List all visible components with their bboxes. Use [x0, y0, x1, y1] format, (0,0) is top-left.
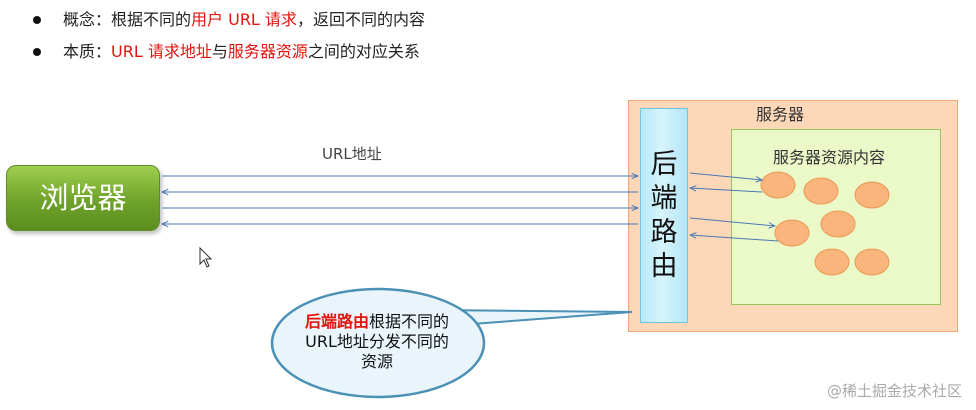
- browser-box: [6, 165, 160, 231]
- bullet-highlight: 服务器资源: [227, 42, 308, 61]
- resource-ball: [814, 248, 850, 276]
- mouse-cursor-icon: [199, 246, 213, 268]
- resource-ball: [803, 177, 839, 205]
- router-fetch-arrow: [689, 172, 762, 180]
- watermark: @稀土掘金技术社区: [826, 382, 962, 400]
- resource-ball: [854, 248, 890, 276]
- url-label: URL地址: [322, 145, 382, 163]
- backend-router-label: 后端路由: [640, 148, 688, 284]
- resource-balls: [760, 171, 890, 276]
- router-return-arrow: [690, 188, 763, 193]
- bullet-text: 本质：: [63, 42, 112, 61]
- router-fetch-arrow: [689, 217, 775, 226]
- server-label: 服务器: [756, 105, 805, 124]
- bullet-concept: 概念：根据不同的用户 URL 请求，返回不同的内容: [33, 8, 425, 32]
- resource-ball: [774, 219, 810, 247]
- bullet-text: 与: [211, 42, 228, 61]
- callout-rest: 根据不同的URL地址分发不同的资源: [305, 312, 450, 371]
- bullet-highlight: URL 请求地址: [111, 42, 212, 61]
- backend-router-box: [640, 108, 688, 323]
- bullet-text: ，返回不同的内容: [296, 10, 425, 29]
- callout-text: 后端路由根据不同的URL地址分发不同的资源: [302, 312, 452, 372]
- router-return-arrow: [690, 235, 779, 242]
- router-label-char: 后: [650, 149, 678, 180]
- bullet-dot-icon: [33, 15, 41, 24]
- resource-ball: [854, 181, 890, 209]
- bullet-essence: 本质：URL 请求地址与服务器资源之间的对应关系: [33, 40, 420, 64]
- resource-ball: [760, 171, 796, 199]
- bullet-text: 之间的对应关系: [307, 42, 420, 61]
- bullet-dot-icon: [33, 47, 41, 56]
- router-label-char: 端: [650, 183, 678, 214]
- router-label-char: 由: [650, 251, 678, 282]
- callout-bubble: [270, 287, 633, 399]
- bullet-highlight: 用户 URL 请求: [191, 10, 297, 29]
- router-label-char: 路: [650, 217, 678, 248]
- callout-bold: 后端路由: [304, 312, 369, 331]
- bullet-text: 概念：根据不同的: [63, 10, 192, 29]
- resource-label: 服务器资源内容: [773, 148, 886, 167]
- resource-ball: [820, 210, 856, 238]
- browser-label: 浏览器: [39, 181, 127, 215]
